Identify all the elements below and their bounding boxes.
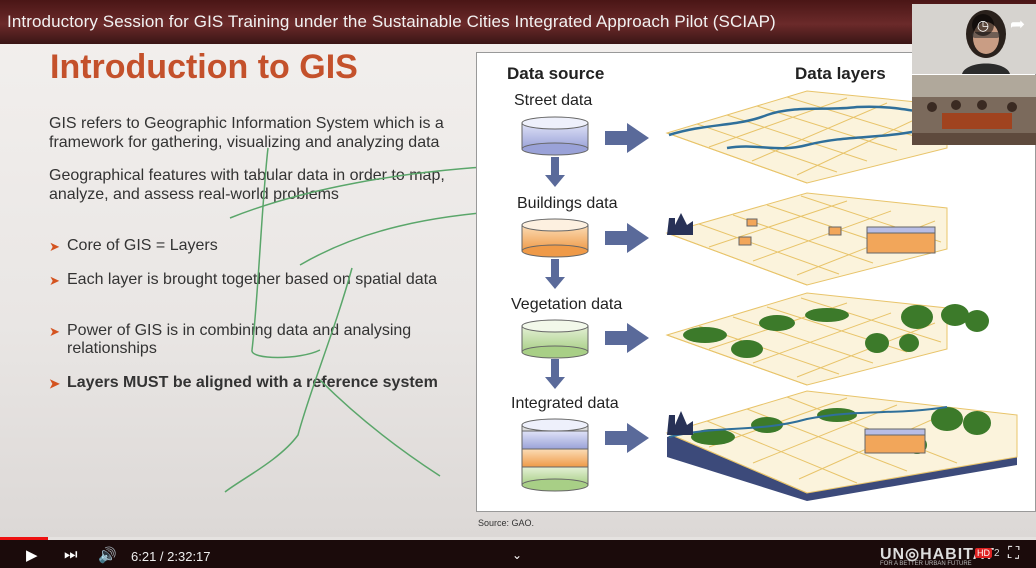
diagram-graphics [521, 90, 1018, 501]
next-icon[interactable]: ⏭ [64, 546, 78, 563]
webcam-meeting-room[interactable] [912, 75, 1036, 145]
progress-bar-fill[interactable] [0, 537, 48, 541]
time-display: 6:21 / 2:32:17 [131, 549, 211, 564]
webcam-presenter[interactable]: ◷ ➦ [912, 4, 1036, 74]
video-title[interactable]: Introductory Session for GIS Training un… [7, 12, 776, 31]
gis-layers-diagram: Data source Data layers Street data Buil… [476, 52, 1036, 512]
clock-icon[interactable]: ◷ [972, 14, 994, 36]
street-data-label: Street data [514, 92, 593, 109]
bullet-item: ➤ Layers MUST be aligned with a referenc… [49, 374, 438, 391]
street-layer [665, 90, 948, 184]
arrow-bullet-icon: ➤ [49, 324, 60, 339]
un-habitat-watermark: UN◎HABITAT [880, 546, 995, 563]
slide-text: GIS refers to Geographic Information Sys… [49, 114, 459, 218]
vegetation-layer [665, 292, 989, 386]
meeting-room-image [912, 75, 1036, 145]
buildings-layer [665, 192, 948, 286]
volume-icon[interactable]: 🔊 [98, 547, 117, 564]
buildings-data-label: Buildings data [517, 195, 618, 212]
integrated-database-icon [521, 418, 589, 492]
bullet-item: ➤ Core of GIS = Layers [49, 237, 218, 254]
bullet-item: ➤ Power of GIS is in combining data and … [49, 322, 412, 357]
data-layers-heading: Data layers [795, 64, 886, 83]
share-icon[interactable]: ➦ [1010, 14, 1026, 34]
progress-bar-track[interactable] [0, 537, 1036, 541]
paragraph-geographic-features: Geographical features with tabular data … [49, 167, 445, 203]
integrated-data-label: Integrated data [511, 395, 619, 412]
vegetation-database-icon [521, 319, 589, 359]
video-number: 2 [994, 548, 1000, 559]
vegetation-data-label: Vegetation data [511, 296, 623, 313]
down-arrow-icons [545, 157, 565, 389]
arrow-bullet-icon: ➤ [49, 376, 60, 391]
title-banner [0, 0, 1036, 44]
slide-title: Introduction to GIS [50, 48, 358, 86]
hd-badge[interactable]: HD [975, 548, 992, 558]
un-habitat-tagline: FOR A BETTER URBAN FUTURE [880, 561, 972, 567]
chevron-down-icon[interactable]: ⌄ [512, 548, 523, 562]
paragraph-gis-definition: GIS refers to Geographic Information Sys… [49, 115, 444, 151]
fullscreen-icon[interactable]: ⛶ [1008, 545, 1020, 562]
arrow-bullet-icon: ➤ [49, 273, 60, 288]
data-source-heading: Data source [507, 64, 605, 83]
integrated-layer [665, 390, 1018, 501]
street-database-icon [521, 116, 589, 156]
source-caption: Source: GAO. [478, 518, 535, 528]
video-frame[interactable]: Introductory Session for GIS Training un… [0, 0, 1036, 540]
play-icon[interactable]: ▶ [26, 547, 38, 564]
buildings-database-icon [521, 218, 589, 258]
arrow-bullet-icon: ➤ [49, 239, 60, 254]
player-controls [0, 540, 1036, 568]
right-arrow-icons [605, 123, 649, 453]
bullet-item: ➤ Each layer is brought together based o… [49, 271, 438, 288]
